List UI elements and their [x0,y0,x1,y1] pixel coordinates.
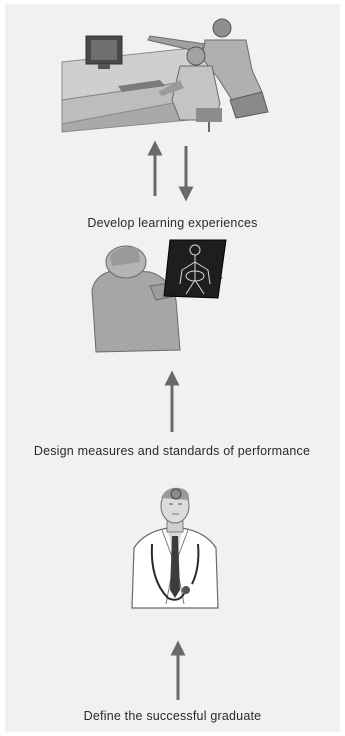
office-workers-illustration [61,18,269,133]
doctor-xray-illustration [91,239,227,353]
physician-portrait-illustration [131,487,219,609]
diagram-panel [5,4,340,732]
step-label-develop: Develop learning experiences [87,216,258,230]
step-label-define: Define the successful graduate [83,709,262,723]
step-label-design: Design measures and standards of perform… [33,444,311,458]
